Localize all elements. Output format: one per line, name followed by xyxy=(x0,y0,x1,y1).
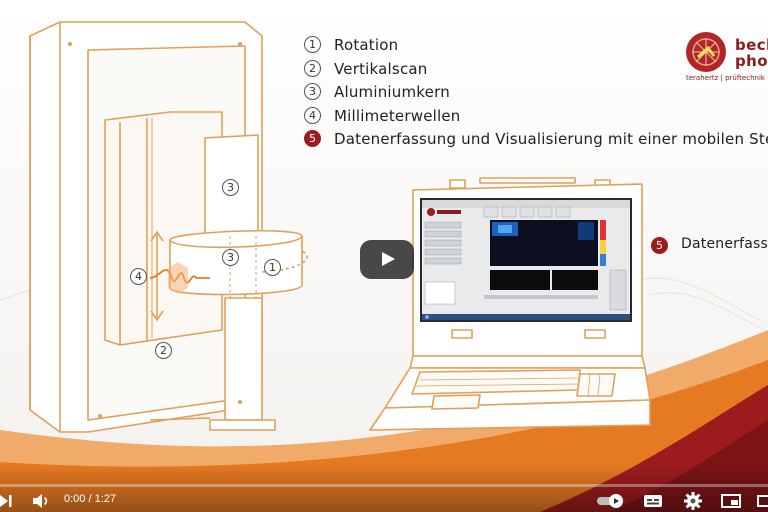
diagram-marker-2: 2 xyxy=(155,342,172,359)
callout-label: Datenerfass xyxy=(681,236,768,252)
logo-wordmark-line1: beck xyxy=(735,36,768,54)
legend-number: 1 xyxy=(304,36,321,53)
play-icon xyxy=(382,252,395,266)
time-display: 0:00 / 1:27 xyxy=(64,493,116,505)
theater-icon[interactable] xyxy=(756,490,768,512)
callout-number: 5 xyxy=(651,237,668,254)
legend-label: Datenerfassung und Visualisierung mit ei… xyxy=(334,130,768,148)
next-icon[interactable] xyxy=(0,490,14,512)
legend-label: Aluminiumkern xyxy=(334,83,450,101)
player-controls: 0:00 / 1:27 xyxy=(0,464,768,512)
play-button[interactable] xyxy=(360,240,414,279)
diagram-marker-1: 1 xyxy=(264,259,281,276)
company-logo-icon xyxy=(686,32,726,72)
logo-tagline: terahertz | prüftechnik | d xyxy=(686,74,768,82)
legend-number: 3 xyxy=(304,83,321,100)
legend-number: 4 xyxy=(304,106,321,124)
diagram-marker-3-ring: 3 xyxy=(222,249,239,266)
diagram-marker-3-upper: 3 xyxy=(222,179,239,196)
autoplay-toggle[interactable] xyxy=(596,490,628,512)
progress-bar[interactable] xyxy=(0,484,768,487)
subtitles-icon[interactable] xyxy=(642,490,664,512)
legend-number: 2 xyxy=(304,59,321,77)
legend-label: Vertikalscan xyxy=(334,59,428,78)
miniplayer-icon[interactable] xyxy=(720,490,742,512)
legend-label: Rotation xyxy=(334,36,399,54)
legend-label: Millimeterwellen xyxy=(334,106,461,125)
settings-gear-icon[interactable] xyxy=(682,490,704,512)
legend-number-active: 5 xyxy=(304,130,321,147)
volume-icon[interactable] xyxy=(30,490,52,512)
diagram-marker-4: 4 xyxy=(130,268,147,285)
